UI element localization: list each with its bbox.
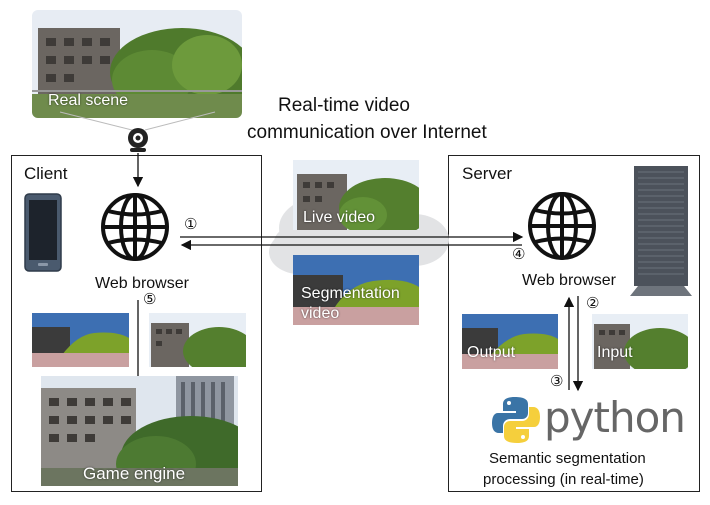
title-line-1: Real-time video [278,95,410,116]
python-wordmark: python [544,393,686,442]
server-browser-label: Web browser [522,272,616,289]
server-output-illustration [462,314,558,369]
real-scene-label: Real scene [48,92,129,109]
client-live-thumbnail [149,313,246,367]
processing-line-2: processing (in real-time) [483,471,644,488]
server-input-illustration [592,314,688,369]
input-label: Input [597,344,633,361]
step-5-marker: ⑤ [143,290,157,308]
processing-line-1: Semantic segmentation [489,450,646,467]
python-logo-icon [492,397,540,443]
server-globe-icon [528,192,596,260]
step-4-marker: ④ [512,245,526,263]
live-video-label: Live video [303,209,376,226]
real-scene-illustration [32,10,242,118]
segmentation-label-1: Segmentation [301,285,400,302]
segmentation-video-thumbnail: Segmentation video [293,255,419,325]
title-line-2: communication over Internet [247,122,487,143]
game-engine-image: Game engine [41,376,238,486]
client-browser-label: Web browser [95,275,189,292]
client-segmentation-thumbnail [32,313,129,367]
client-title: Client [24,164,68,183]
output-label: Output [467,344,516,361]
segmentation-illustration [293,255,419,325]
client-globe-icon [101,193,169,261]
server-box [448,155,700,492]
real-scene-photo: Real scene [32,10,242,118]
live-video-thumbnail: Live video [293,160,419,230]
server-output-thumbnail: Output [462,314,558,369]
webcam-icon [128,128,148,152]
client-live-illustration [149,313,246,367]
game-engine-illustration [41,376,238,486]
segmentation-label-2: video [301,305,340,322]
smartphone-icon [24,193,62,272]
client-seg-illustration [32,313,129,367]
step-3-marker: ③ [550,372,564,390]
client-box [11,155,262,492]
server-input-thumbnail: Input [592,314,688,369]
step-2-marker: ② [586,294,600,312]
step-1-marker: ① [184,215,198,233]
server-title: Server [462,164,513,183]
server-rack-icon [630,166,692,296]
game-engine-label: Game engine [83,464,186,483]
live-video-illustration [293,160,419,230]
